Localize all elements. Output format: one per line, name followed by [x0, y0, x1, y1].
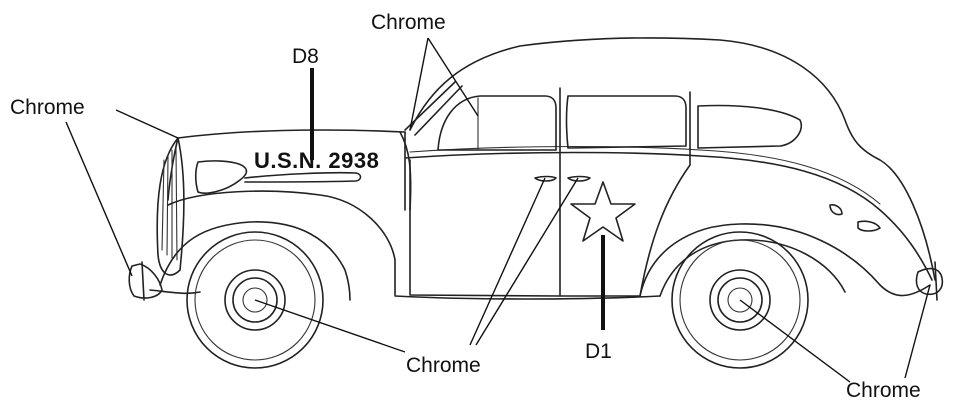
leader-chrome-top-a — [427, 37, 479, 117]
hood-chrome-spear — [244, 171, 362, 183]
label-d1: D1 — [585, 340, 612, 363]
leader-chrome-center-b — [469, 177, 546, 346]
car-drawing: U.S.N. 2938 — [128, 37, 944, 369]
front-door-handle — [534, 175, 557, 182]
rear-fender-skirt — [659, 239, 846, 297]
rear-bumper — [915, 261, 944, 301]
label-d8: D8 — [292, 45, 319, 68]
leader-chrome-left-a — [115, 109, 179, 139]
running-board — [394, 295, 661, 300]
roof-line — [409, 37, 936, 281]
front-fender-lower — [149, 289, 201, 295]
labels: Chrome Chrome D8 Chrome D1 Chrome — [10, 11, 921, 402]
leader-chrome-right-a — [739, 299, 851, 383]
hood-top — [177, 129, 406, 139]
rear-door — [559, 91, 691, 297]
beltline — [404, 151, 933, 281]
leader-chrome-center-a — [254, 299, 406, 353]
rear-door-window — [565, 95, 687, 149]
leader-chrome-left-b — [65, 121, 133, 277]
leader-chrome-center-c — [475, 177, 579, 346]
label-chrome-top: Chrome — [371, 11, 446, 34]
rear-wheel — [671, 231, 809, 369]
rear-door-handle — [567, 175, 591, 182]
label-chrome-bottom-center: Chrome — [406, 354, 481, 377]
front-fender — [159, 190, 396, 301]
label-chrome-bottom-right: Chrome — [846, 379, 921, 402]
front-wheel — [186, 231, 324, 369]
rear-reflector — [829, 204, 843, 216]
label-chrome-left: Chrome — [10, 96, 85, 119]
rear-fender — [639, 223, 931, 297]
leader-lines — [65, 37, 931, 383]
front-bumper — [128, 261, 163, 301]
hood-marking: U.S.N. 2938 — [254, 148, 379, 173]
front-door — [409, 87, 561, 297]
windshield-pillar — [404, 81, 463, 136]
leader-chrome-right-b — [904, 284, 931, 379]
star-emblem-icon — [570, 181, 636, 242]
quarter-window — [697, 104, 802, 149]
front-window — [437, 95, 557, 151]
hood-vent-trim — [194, 160, 248, 194]
grille — [156, 137, 185, 276]
beltline-upper — [409, 145, 881, 205]
tail-light — [857, 220, 881, 232]
leader-chrome-top-b — [409, 37, 429, 131]
